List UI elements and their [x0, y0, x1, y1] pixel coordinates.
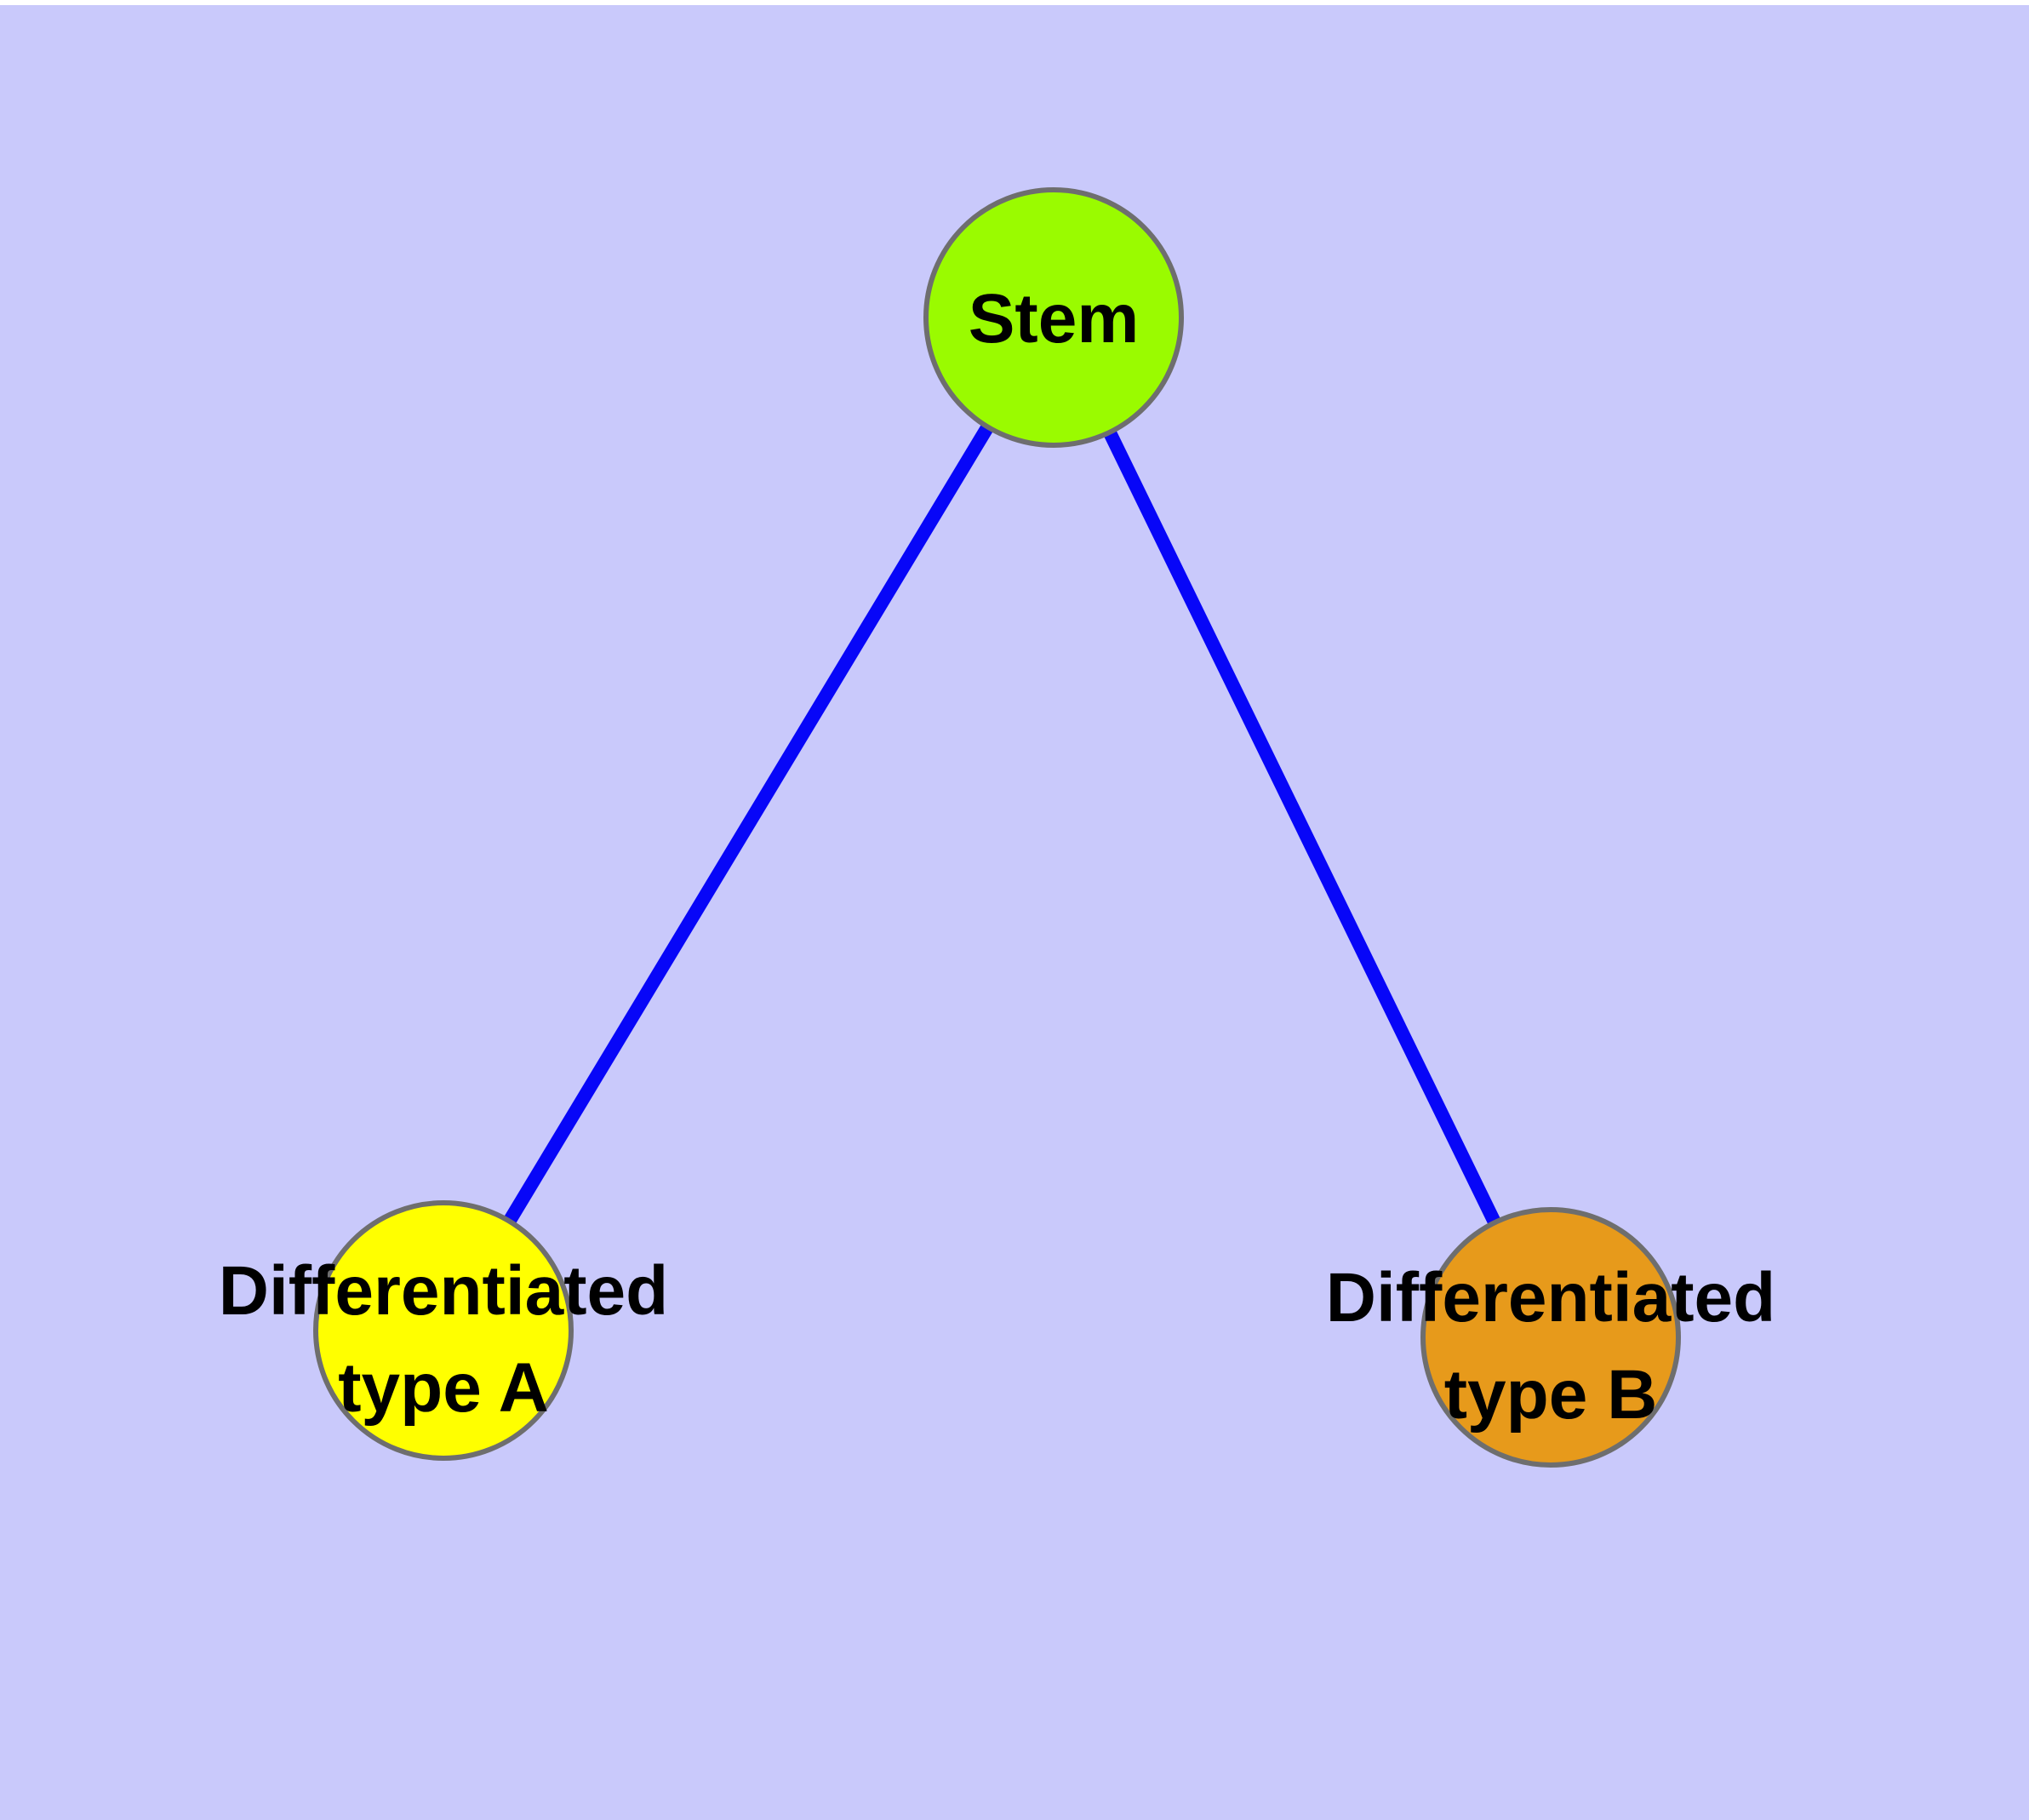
- node-stem-label: Stem: [969, 280, 1140, 358]
- edge-stem-to-type-a: [437, 313, 1060, 1335]
- node-type-b-label: Differentiated type B: [1326, 1259, 1776, 1434]
- node-differentiated-type-a: [313, 1200, 574, 1461]
- node-stem: [923, 187, 1184, 448]
- node-type-a-label-line1: Differentiated: [219, 1252, 669, 1330]
- edge-stem-to-type-b: [1047, 314, 1557, 1341]
- node-type-a-label: Differentiated type A: [219, 1252, 669, 1427]
- node-type-b-label-line1: Differentiated: [1326, 1259, 1776, 1336]
- node-differentiated-type-b: [1420, 1207, 1681, 1468]
- node-type-a-label-line2: type A: [338, 1349, 549, 1427]
- node-type-b-label-line2: type B: [1444, 1356, 1658, 1434]
